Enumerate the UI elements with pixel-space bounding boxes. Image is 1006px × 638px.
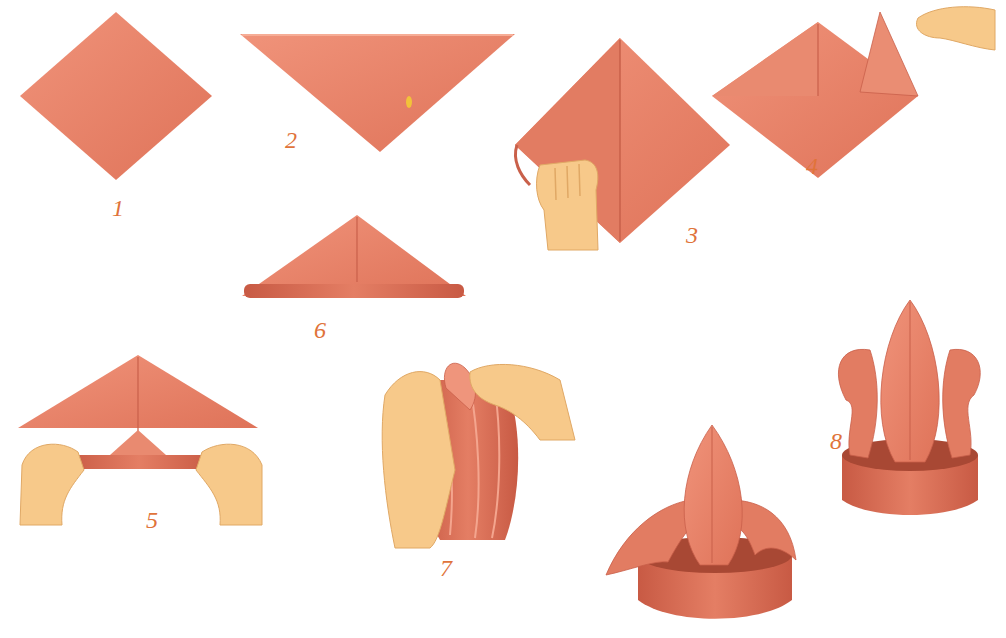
hand bbox=[20, 444, 84, 525]
step-7-shaping bbox=[382, 363, 575, 548]
left-petal bbox=[838, 349, 877, 458]
step-number: 8 bbox=[830, 429, 842, 453]
step-number: 7 bbox=[440, 556, 452, 580]
center-petal bbox=[881, 300, 939, 462]
mark bbox=[406, 96, 412, 108]
step-6-triangle bbox=[242, 215, 466, 298]
step-number: 3 bbox=[686, 223, 698, 247]
fold-line bbox=[137, 357, 138, 440]
napkin-flap bbox=[712, 22, 818, 96]
step-number: 5 bbox=[146, 508, 158, 532]
lifted-corner bbox=[860, 12, 918, 96]
fold-line bbox=[910, 302, 911, 460]
fold-line bbox=[356, 217, 357, 282]
center-petal bbox=[684, 425, 742, 565]
napkin-fold bbox=[444, 363, 475, 410]
fold-edge bbox=[242, 34, 513, 36]
step-number: 6 bbox=[314, 318, 326, 342]
hand bbox=[196, 444, 262, 525]
step-8-finished-napkin bbox=[606, 425, 796, 619]
step-number: 2 bbox=[285, 128, 297, 152]
fold-line bbox=[619, 40, 621, 241]
step-8-finished-napkin bbox=[838, 300, 980, 515]
fold-line bbox=[712, 427, 713, 563]
step-2-triangle bbox=[240, 34, 515, 152]
rolled-band bbox=[244, 284, 464, 298]
napkin-triangle bbox=[242, 215, 466, 296]
step-5-rolling bbox=[18, 355, 262, 525]
finger-lines bbox=[555, 164, 580, 200]
napkin-square bbox=[20, 12, 212, 180]
step-4-folding bbox=[712, 7, 995, 178]
step-number: 1 bbox=[112, 196, 124, 220]
step-3-folding bbox=[515, 38, 730, 250]
napkin-triangle bbox=[240, 34, 515, 152]
hand bbox=[470, 364, 575, 440]
step-number: 4 bbox=[806, 154, 818, 178]
step-1-square bbox=[20, 12, 212, 180]
roll bbox=[66, 455, 212, 469]
fold-line bbox=[817, 24, 818, 96]
hand bbox=[382, 372, 455, 548]
hand bbox=[917, 7, 995, 50]
hand bbox=[537, 160, 598, 250]
napkin-tip bbox=[110, 430, 166, 455]
fold-edge bbox=[515, 145, 530, 185]
right-petal bbox=[943, 349, 981, 458]
